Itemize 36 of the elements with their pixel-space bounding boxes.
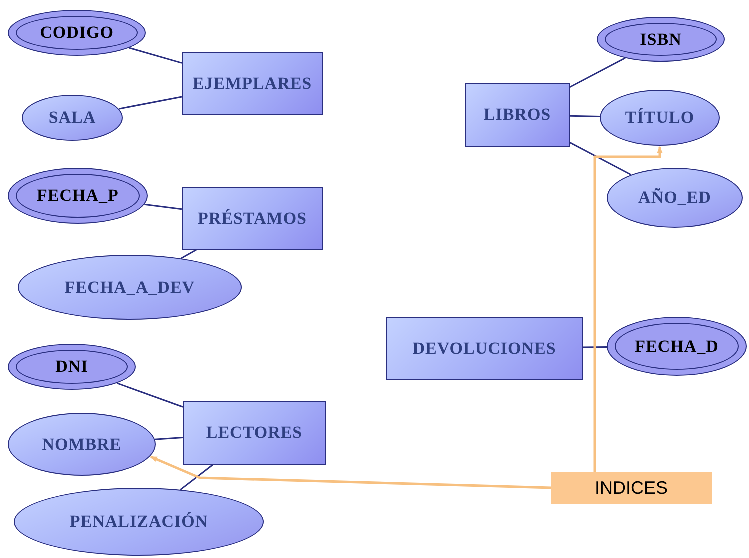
node-label: FECHA_A_DEV (64, 278, 196, 298)
node-label: DEVOLUCIONES (412, 338, 556, 358)
entity-box (182, 187, 323, 250)
connector-line (118, 96, 182, 110)
connector-line (180, 249, 197, 260)
connector-line (116, 382, 184, 408)
node-label: LIBROS (484, 105, 552, 125)
node-label: NOMBRE (42, 434, 122, 454)
connector-line (583, 346, 608, 348)
entity-box (182, 52, 323, 115)
entity-box (183, 401, 326, 465)
connector-line (129, 47, 182, 64)
arrow (150, 456, 552, 490)
node-label: LECTORES (206, 423, 303, 443)
entity-box (386, 317, 583, 380)
node-label: DNI (56, 357, 88, 377)
node-label: PENALIZACIÓN (70, 512, 208, 532)
node-label: INDICES (594, 478, 668, 498)
connector-line (144, 204, 182, 210)
note-box (551, 472, 712, 504)
node-label: TÍTULO (625, 108, 695, 128)
connector-line (570, 58, 626, 88)
connector-line (570, 142, 632, 176)
entity-box (465, 83, 570, 147)
node-label: FECHA_D (635, 336, 719, 356)
node-label: ISBN (640, 30, 682, 50)
node-label: CODIGO (40, 23, 114, 43)
node-label: PRÉSTAMOS (198, 208, 308, 228)
node-label: AÑO_ED (638, 188, 712, 208)
connector-line (180, 464, 214, 491)
connector-line (155, 437, 184, 440)
arrow (594, 146, 663, 472)
node-label: SALA (48, 108, 96, 128)
connector-line (570, 115, 600, 118)
node-label: EJEMPLARES (192, 74, 312, 94)
node-label: FECHA_P (37, 186, 119, 206)
